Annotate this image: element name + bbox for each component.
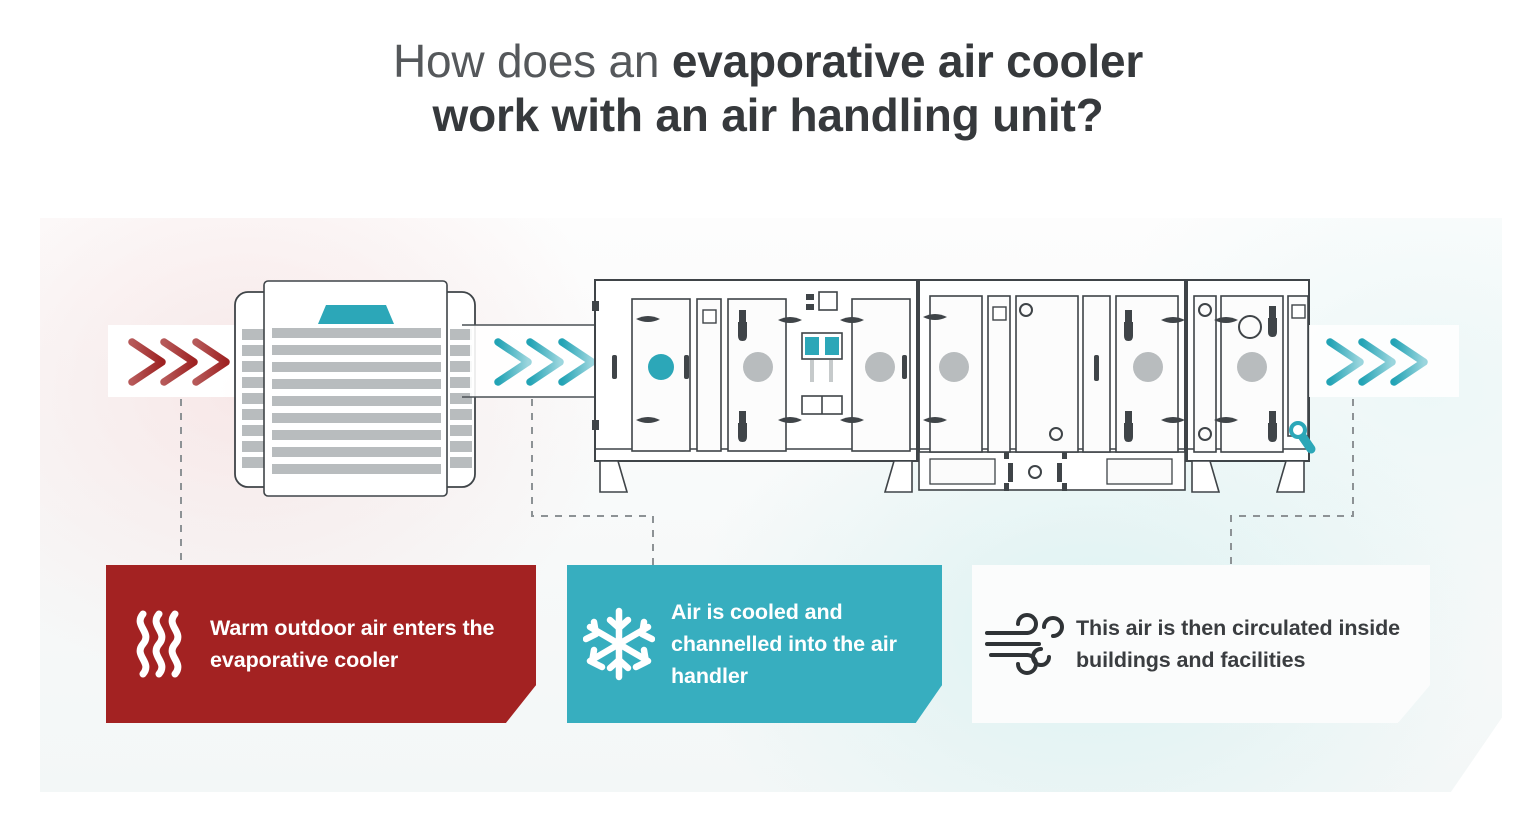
valve-handle-icon [1289, 421, 1316, 454]
evaporative-cooler [234, 280, 476, 497]
cooler-accent-vent [318, 305, 394, 324]
outlet-duct [1300, 324, 1460, 398]
mid-duct [462, 324, 600, 398]
card-warm-text: Warm outdoor air enters the evaporative … [210, 615, 495, 672]
wind-icon [972, 613, 1076, 675]
heat-waves-icon [106, 608, 210, 680]
ahu-accent-handle [648, 354, 674, 380]
title-line-1: How does an evaporative air cooler [0, 34, 1536, 88]
card-warm-outdoor-air[interactable]: Warm outdoor air enters the evaporative … [106, 565, 536, 723]
cooler-left-vents [242, 329, 264, 468]
ahu-section-1 [592, 279, 918, 493]
title-line-2: work with an air handling unit? [432, 89, 1104, 142]
cooler-right-vents [450, 329, 472, 468]
card-air-circulated[interactable]: This air is then circulated inside build… [972, 565, 1430, 723]
cooler-louvers [272, 328, 441, 474]
circulated-air-arrows-icon [1326, 338, 1428, 386]
ahu-section-2 [918, 279, 1186, 491]
page-title: How does an evaporative air cooler work … [0, 34, 1536, 143]
connector-lines [180, 399, 1354, 566]
air-handling-unit [592, 279, 1316, 493]
warm-air-arrows-icon [128, 338, 230, 386]
inlet-duct [108, 324, 250, 398]
title-light-text: How does an [392, 35, 672, 87]
card-circulated-text: This air is then circulated inside build… [1076, 615, 1400, 672]
connector-to-cold-card [531, 399, 654, 566]
card-cold-text: Air is cooled and channelled into the ai… [671, 599, 897, 689]
ahu-section-3 [1186, 279, 1316, 493]
title-bold-text: evaporative air cooler [671, 35, 1144, 87]
snowflake-icon [567, 607, 671, 681]
connector-to-circulated-card [1230, 399, 1354, 566]
cooled-air-arrows-icon [494, 338, 596, 386]
card-air-cooled[interactable]: Air is cooled and channelled into the ai… [567, 565, 942, 723]
